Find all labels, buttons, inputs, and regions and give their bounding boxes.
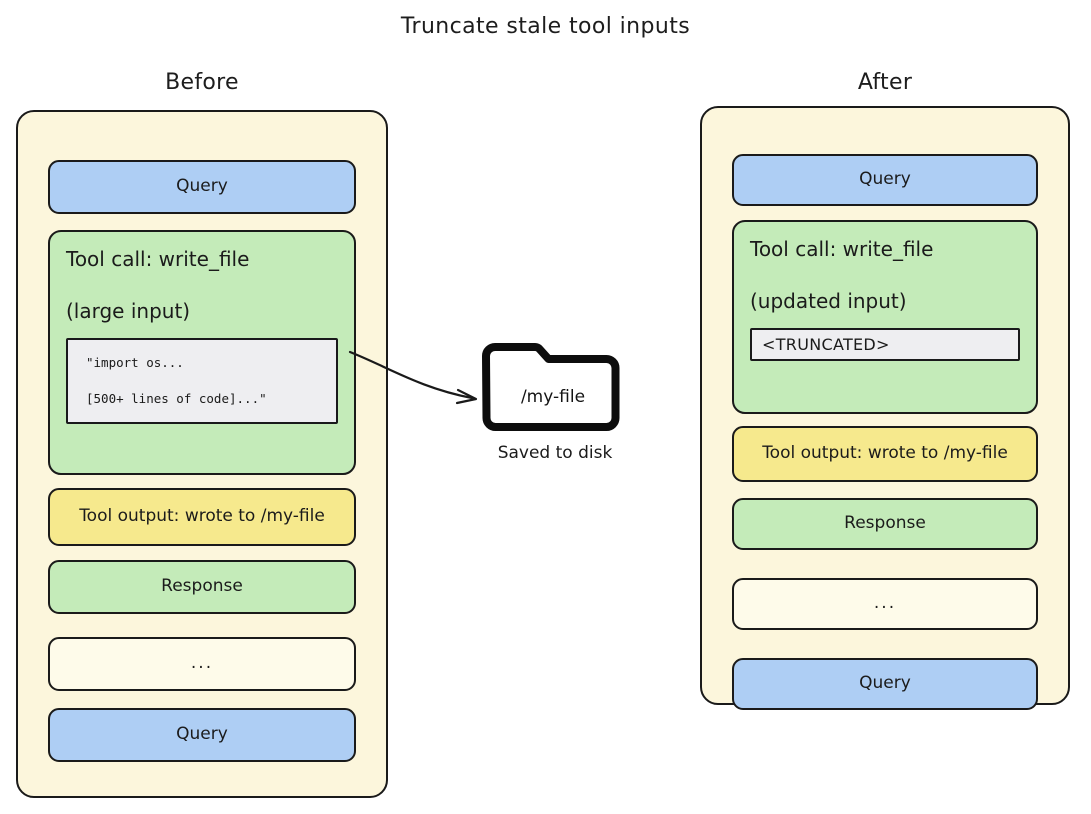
before-tool-output-block[interactable]: Tool output: wrote to /my-file — [48, 488, 356, 546]
before-code-line-1: "import os... — [86, 355, 184, 370]
before-query-top-block[interactable]: Query — [48, 160, 356, 214]
after-response-label: Response — [844, 513, 926, 534]
before-response-label: Response — [161, 576, 243, 597]
before-code-box: "import os... [500+ lines of code]..." — [66, 338, 338, 424]
after-tool-output-label: Tool output: wrote to /my-file — [762, 443, 1008, 464]
after-tool-call-subtitle: (updated input) — [750, 289, 907, 313]
after-panel-content: Query Tool call: write_file (updated inp… — [732, 134, 1038, 710]
before-response-block[interactable]: Response — [48, 560, 356, 614]
before-ellipsis-block[interactable]: ... — [48, 637, 356, 691]
after-query-top-label: Query — [859, 169, 911, 190]
saved-to-disk-caption: Saved to disk — [497, 443, 613, 463]
after-response-block[interactable]: Response — [732, 498, 1038, 550]
after-query-top-block[interactable]: Query — [732, 154, 1038, 206]
before-code-line-2: [500+ lines of code]..." — [86, 390, 267, 406]
page-title: Truncate stale tool inputs — [400, 14, 691, 39]
curved-arrow-icon — [348, 350, 478, 405]
after-ellipsis-block[interactable]: ... — [732, 578, 1038, 630]
before-query-bottom-block[interactable]: Query — [48, 708, 356, 762]
before-tool-call-subtitle: (large input) — [66, 299, 191, 323]
before-ellipsis-label: ... — [190, 653, 214, 674]
before-tool-call-block[interactable]: Tool call: write_file (large input) "imp… — [48, 230, 356, 475]
after-panel: Query Tool call: write_file (updated inp… — [700, 106, 1070, 710]
before-tool-output-label: Tool output: wrote to /my-file — [79, 506, 325, 527]
after-tool-output-block[interactable]: Tool output: wrote to /my-file — [732, 426, 1038, 482]
after-ellipsis-label: ... — [873, 593, 897, 614]
before-tool-call-title: Tool call: write_file — [66, 247, 250, 271]
after-query-bottom-block[interactable]: Query — [732, 658, 1038, 710]
after-truncated-box: <TRUNCATED> — [750, 328, 1020, 361]
before-panel: Query Tool call: write_file (large input… — [16, 110, 388, 798]
after-tool-call-block[interactable]: Tool call: write_file (updated input) <T… — [732, 220, 1038, 414]
before-query-top-label: Query — [176, 176, 228, 197]
before-panel-content: Query Tool call: write_file (large input… — [48, 138, 356, 770]
column-heading-after: After — [857, 70, 913, 95]
after-tool-call-title: Tool call: write_file — [750, 237, 934, 261]
column-heading-before: Before — [165, 70, 239, 95]
before-query-bottom-label: Query — [176, 724, 228, 745]
folder-icon — [482, 343, 620, 431]
after-query-bottom-label: Query — [859, 673, 911, 694]
